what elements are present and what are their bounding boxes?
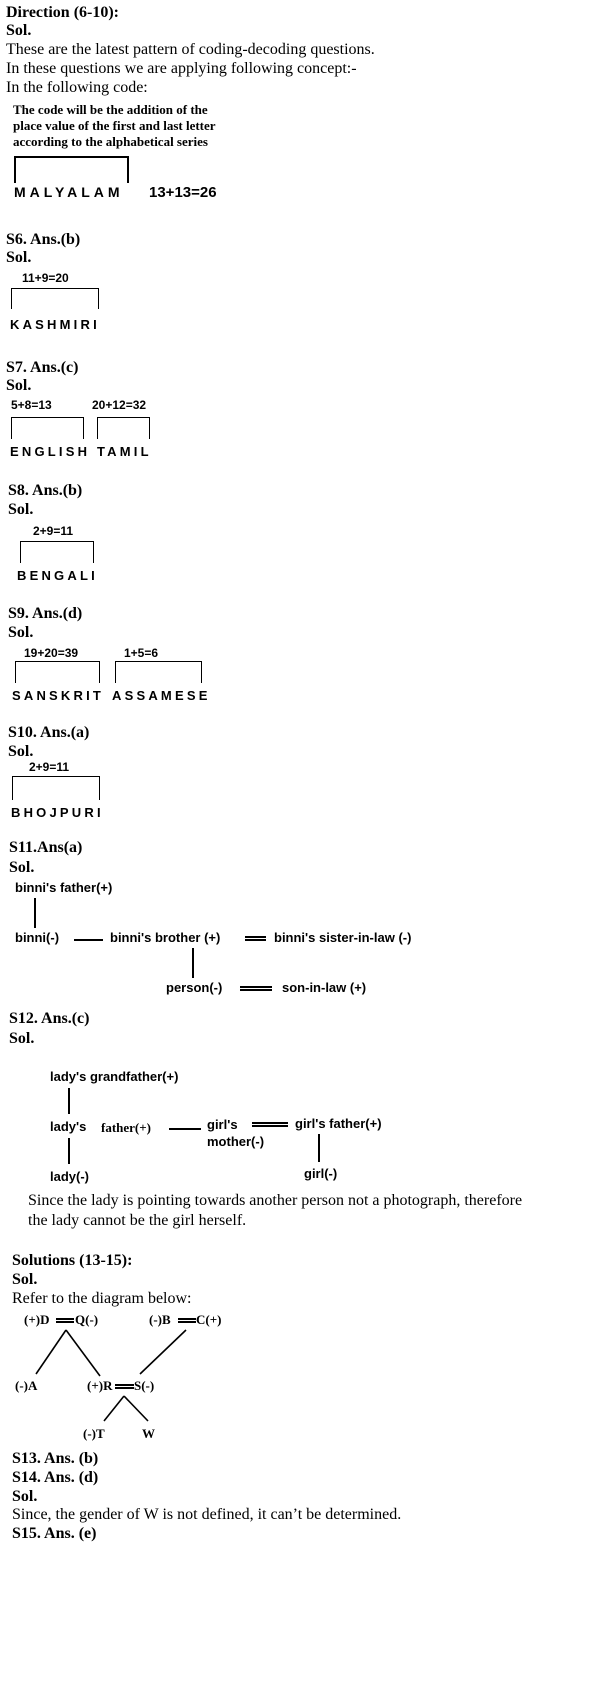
s7-answer: S7. Ans.(c): [6, 359, 79, 376]
s14-reason: Since, the gender of W is not defined, i…: [12, 1506, 402, 1523]
s9-bracket-2: [115, 661, 202, 683]
s7-sum-2: 20+12=32: [92, 398, 147, 412]
s9-bracket-1: [15, 661, 100, 683]
s11-binni: binni(-): [15, 930, 60, 945]
s8-sum: 2+9=11: [33, 524, 74, 538]
s12-girl-link: [318, 1134, 320, 1162]
s9-sum-2: 1+5=6: [124, 646, 159, 660]
example-sum: 13+13=26: [149, 184, 217, 201]
concept-line-1: The code will be the addition of the: [13, 102, 208, 117]
s12-father: father(+): [101, 1120, 151, 1135]
s9-sol: Sol.: [8, 624, 34, 641]
s11-child-link: [192, 948, 194, 978]
s9-answer: S9. Ans.(d): [8, 605, 83, 622]
s12-grandfather-link: [68, 1088, 70, 1114]
node-r: (+)R: [87, 1378, 113, 1393]
s10-word: BHOJPURI: [11, 805, 104, 820]
direction-line-2: In these questions we are applying follo…: [6, 60, 357, 77]
s7-bracket-2: [97, 417, 150, 439]
concept-line-3: according to the alphabetical series: [13, 134, 208, 149]
s10-answer: S10. Ans.(a): [8, 724, 90, 741]
malyalam-bracket: [14, 156, 129, 183]
s9-word-2: ASSAMESE: [112, 688, 211, 703]
s12-lady: lady(-): [50, 1169, 89, 1184]
s11-binnis-father: binni's father(+): [15, 880, 113, 895]
s8-word: BENGALI: [17, 568, 98, 583]
s12-ladys: lady's: [50, 1119, 87, 1134]
s11-sibling-link: [74, 939, 103, 941]
s12-girls-father: girl's father(+): [295, 1116, 382, 1131]
s12-note-line-1: Since the lady is pointing towards anoth…: [28, 1192, 523, 1209]
s11-binnis-brother: binni's brother (+): [110, 930, 221, 945]
node-w: W: [142, 1426, 155, 1441]
s7-sum-1: 5+8=13: [11, 398, 52, 412]
s13-answer: S13. Ans. (b): [12, 1450, 99, 1467]
s9-sum-1: 19+20=39: [24, 646, 79, 660]
s12-lady-link: [68, 1138, 70, 1164]
s11-marriage-link-2: [240, 986, 272, 991]
s13-15-sol: Sol.: [12, 1271, 38, 1288]
s8-sol: Sol.: [8, 501, 34, 518]
node-t: (-)T: [83, 1426, 105, 1441]
s12-sol: Sol.: [9, 1030, 35, 1047]
concept-line-2: place value of the first and last letter: [13, 118, 216, 133]
s14-sol: Sol.: [12, 1488, 38, 1505]
s12-ladys-grandfather: lady's grandfather(+): [50, 1069, 179, 1084]
s10-sol: Sol.: [8, 743, 34, 760]
s11-person: person(-): [166, 980, 223, 995]
rs-to-w-link: [123, 1395, 149, 1422]
dq-to-r-link: [65, 1329, 101, 1377]
s7-word-2: TAMIL: [97, 444, 152, 459]
bc-marriage-link: [178, 1318, 196, 1323]
example-word: MALYALAM: [14, 184, 124, 200]
dq-to-a-link: [35, 1329, 67, 1375]
s11-answer: S11.Ans(a): [9, 839, 83, 856]
s11-marriage-link-1: [245, 936, 266, 941]
s12-mother: mother(-): [207, 1134, 265, 1149]
s6-word: KASHMIRI: [10, 317, 100, 332]
direction-line-3: In the following code:: [6, 79, 148, 96]
direction-heading: Direction (6-10):: [6, 4, 119, 21]
s6-bracket: [11, 288, 99, 309]
s8-bracket: [20, 541, 94, 563]
s10-bracket: [12, 776, 100, 800]
s11-son-in-law: son-in-law (+): [282, 980, 367, 995]
s13-15-heading: Solutions (13-15):: [12, 1252, 133, 1269]
node-d: (+)D: [24, 1312, 50, 1327]
s7-word-1: ENGLISH: [10, 444, 91, 459]
s11-sol: Sol.: [9, 859, 35, 876]
s12-sibling-link: [169, 1128, 201, 1130]
s15-answer: S15. Ans. (e): [12, 1525, 97, 1542]
node-b: (-)B: [149, 1312, 171, 1327]
s13-15-refer: Refer to the diagram below:: [12, 1290, 192, 1307]
s6-answer: S6. Ans.(b): [6, 231, 81, 248]
s7-bracket-1: [11, 417, 84, 439]
rs-to-t-link: [103, 1395, 125, 1422]
rs-marriage-link: [115, 1384, 134, 1389]
node-s: S(-): [134, 1378, 155, 1393]
s12-girls: girl's: [207, 1117, 238, 1132]
s8-answer: S8. Ans.(b): [8, 482, 83, 499]
s11-father-link: [34, 898, 36, 928]
s6-sol: Sol.: [6, 249, 32, 266]
s14-answer: S14. Ans. (d): [12, 1469, 99, 1486]
bc-to-s-link: [139, 1329, 187, 1375]
s7-sol: Sol.: [6, 377, 32, 394]
node-c: C(+): [196, 1312, 222, 1327]
s12-note-line-2: the lady cannot be the girl herself.: [28, 1212, 247, 1229]
node-q: Q(-): [75, 1312, 99, 1327]
s9-word-1: SANSKRIT: [12, 688, 105, 703]
s10-sum: 2+9=11: [29, 760, 70, 774]
direction-line-1: These are the latest pattern of coding-d…: [6, 41, 375, 58]
s11-binnis-sister-in-law: binni's sister-in-law (-): [274, 930, 412, 945]
dq-marriage-link: [56, 1318, 74, 1323]
s6-sum: 11+9=20: [22, 271, 69, 285]
s12-answer: S12. Ans.(c): [9, 1010, 90, 1027]
node-a: (-)A: [15, 1378, 38, 1393]
s12-girl: girl(-): [304, 1166, 338, 1181]
direction-sol: Sol.: [6, 22, 32, 39]
s12-marriage-link: [252, 1122, 288, 1127]
